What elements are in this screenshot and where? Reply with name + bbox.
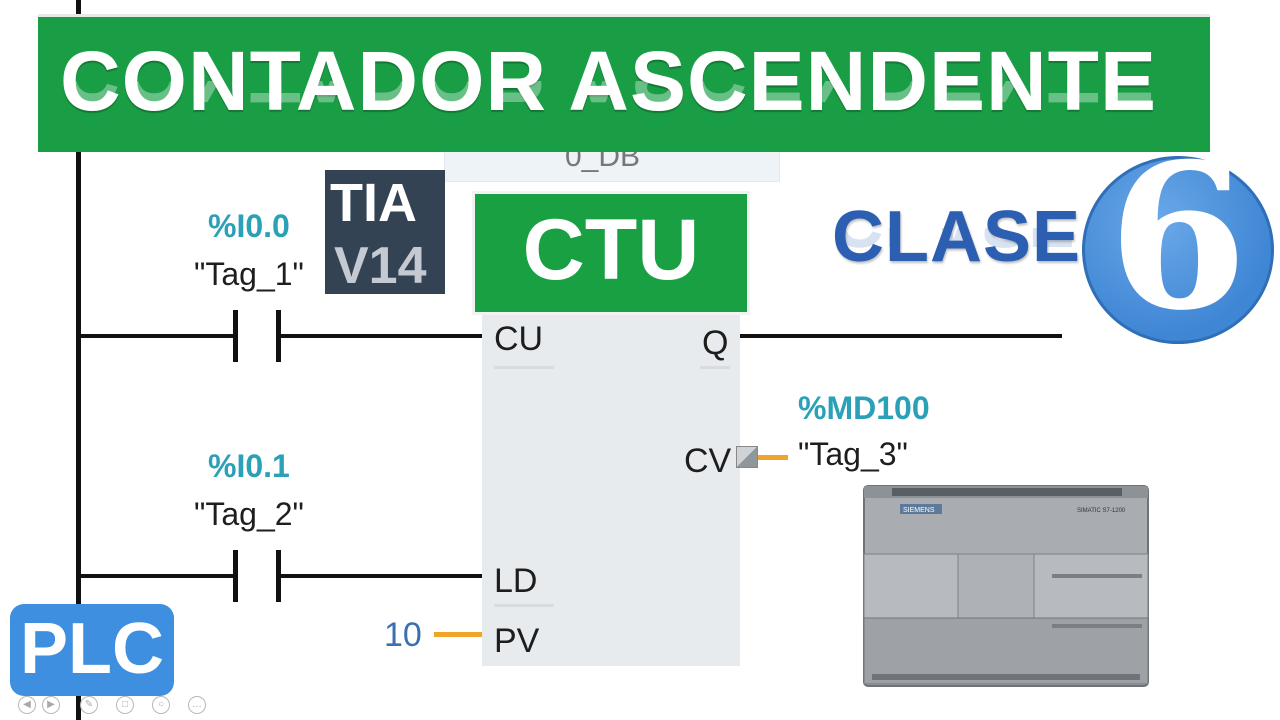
rung-1-wire-q-output	[740, 334, 1062, 338]
contact-1-tag[interactable]: "Tag_1"	[194, 256, 304, 292]
pin-cv[interactable]: CV	[684, 442, 732, 480]
banner-title-reflection: CONTADOR ASCENDENTE	[60, 81, 1157, 121]
contact-2-right-plate	[276, 550, 281, 602]
edit-icon[interactable]: ✎	[80, 696, 98, 714]
rung-1-wire-left	[80, 334, 235, 338]
cv-orange-wire	[758, 455, 788, 460]
class-number-circle	[1082, 156, 1274, 344]
more-icon[interactable]: …	[188, 696, 206, 714]
pin-ld[interactable]: LD	[494, 562, 538, 600]
preset-value[interactable]: 10	[384, 616, 422, 654]
ctu-block-title: CTU	[522, 202, 700, 298]
plc-badge	[10, 604, 174, 696]
pin-cu-underline	[494, 366, 554, 369]
title-banner: CONTADOR ASCENDENTE CONTADOR ASCENDENTE	[38, 14, 1210, 152]
contact-2-address[interactable]: %I0.1	[208, 448, 290, 484]
pin-pv[interactable]: PV	[494, 622, 540, 660]
pv-orange-wire	[434, 632, 482, 637]
cv-connector-icon[interactable]	[736, 446, 758, 468]
pin-cu[interactable]: CU	[494, 320, 544, 358]
save-icon[interactable]: □	[116, 696, 134, 714]
previous-icon[interactable]: ◀	[18, 696, 36, 714]
pin-ld-underline	[494, 604, 554, 607]
clase-label: CLASE	[832, 197, 1082, 277]
contact-1-left-plate	[233, 310, 238, 362]
class-number: 6	[1108, 120, 1248, 355]
banner-title: CONTADOR ASCENDENTE	[60, 34, 1158, 128]
ctu-block-header	[472, 191, 750, 315]
version-label: V14	[334, 237, 427, 295]
hardware-brand: SIEMENS	[903, 507, 935, 514]
tia-label: TIA	[330, 173, 417, 233]
contact-2-tag[interactable]: "Tag_2"	[194, 496, 304, 532]
siemens-plc-hardware-image: SIEMENS SIMATIC S7-1200	[863, 485, 1149, 687]
rung-1-wire-mid	[280, 334, 482, 338]
cv-tag[interactable]: "Tag_3"	[798, 436, 908, 472]
play-icon[interactable]: ▶	[42, 696, 60, 714]
rung-2-wire-left	[80, 574, 235, 578]
rung-2-wire-mid	[280, 574, 482, 578]
hardware-model: SIMATIC S7-1200	[1077, 508, 1126, 514]
pin-q-underline	[700, 366, 730, 369]
left-power-rail	[76, 0, 81, 720]
clase-label-reflection: CLASE	[832, 228, 1076, 262]
contact-1-address[interactable]: %I0.0	[208, 208, 290, 244]
zoom-icon[interactable]: ○	[152, 696, 170, 714]
contact-1-right-plate	[276, 310, 281, 362]
pin-q[interactable]: Q	[702, 324, 729, 362]
plc-label: PLC	[20, 609, 164, 689]
tia-version-badge	[325, 170, 445, 294]
contact-2-left-plate	[233, 550, 238, 602]
cv-address[interactable]: %MD100	[798, 390, 930, 426]
